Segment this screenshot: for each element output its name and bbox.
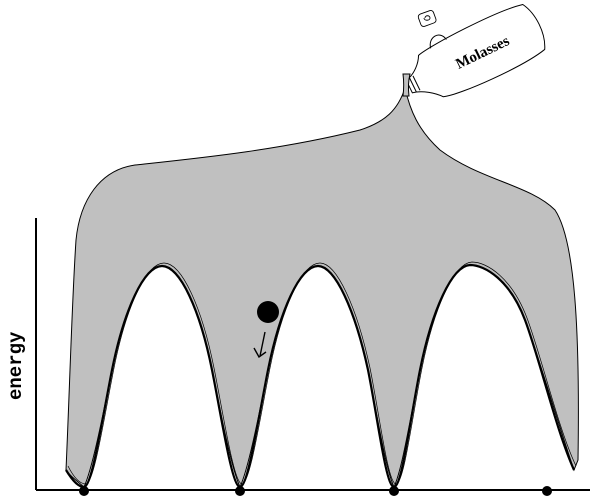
- molasses-stream: [403, 74, 410, 96]
- molasses-bottle: Molasses: [394, 0, 551, 113]
- molasses-region: [66, 88, 578, 487]
- energy-curve-shadow: [68, 262, 576, 484]
- y-axis-label: energy: [5, 331, 27, 400]
- minimum-dot-3: [389, 486, 399, 496]
- minimum-dot-2: [235, 486, 245, 496]
- ball: [257, 301, 279, 323]
- minimum-dot-4: [542, 486, 552, 496]
- energy-curve: [66, 265, 574, 487]
- swirl-icon: [417, 10, 436, 28]
- minimum-dot-1: [79, 486, 89, 496]
